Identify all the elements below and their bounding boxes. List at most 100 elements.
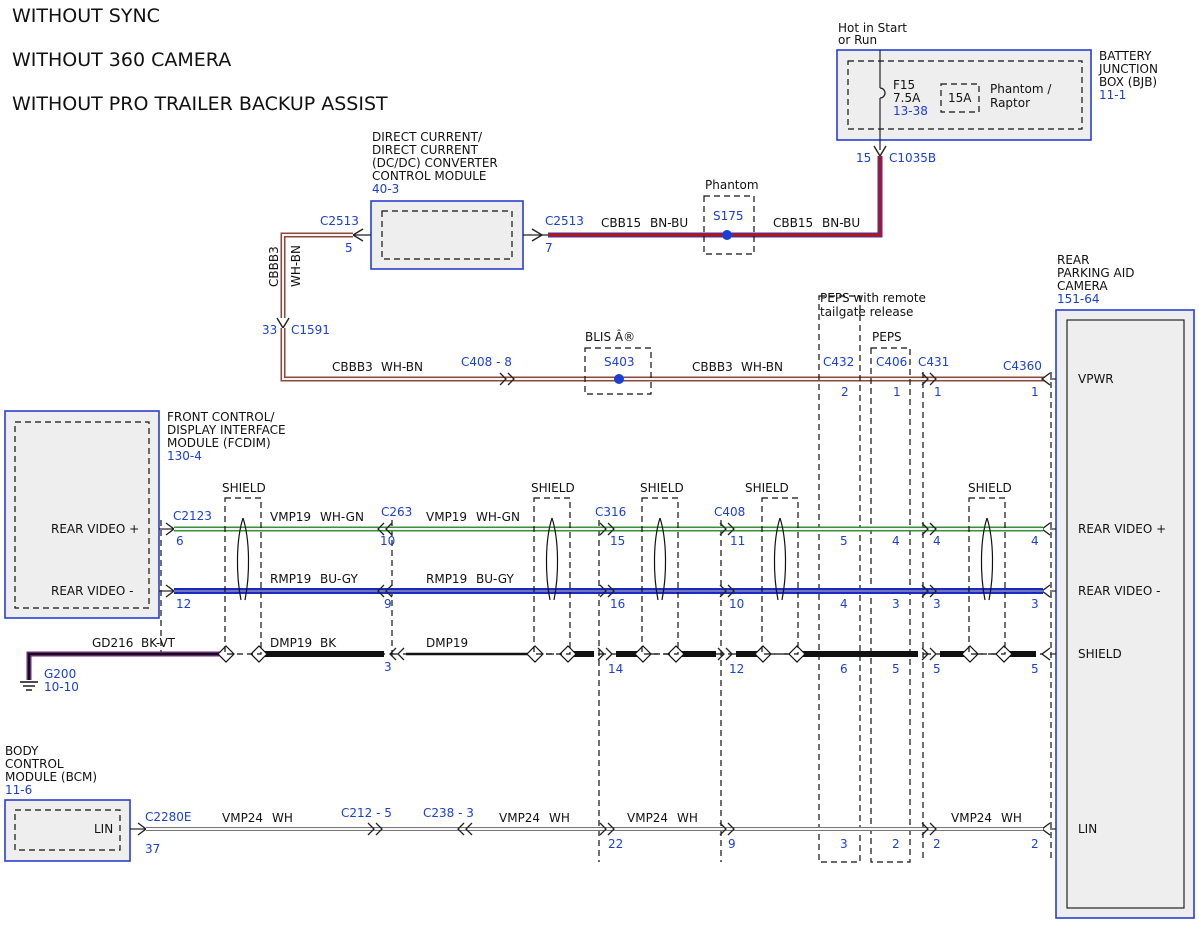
shield-group-1[interactable]: SHIELD — [222, 481, 266, 655]
fcdim-ref[interactable]: 130-4 — [167, 449, 202, 463]
pin-vn-c406: 3 — [892, 597, 900, 611]
ground-ref[interactable]: 10-10 — [44, 680, 79, 694]
splice-s175[interactable]: Phantom S175 — [703, 178, 759, 255]
pin-vp-c431: 4 — [933, 534, 941, 548]
dcdc-right-connector[interactable]: C2513 — [545, 214, 584, 228]
vmp19-circuit-2: VMP19 — [426, 510, 467, 524]
alt-fuse-rating: 15A — [948, 91, 972, 105]
pin-sh-c406: 5 — [892, 662, 900, 676]
rear-parking-aid-camera[interactable]: REAR PARKING AID CAMERA 151-64 C4360 VPW… — [1003, 253, 1195, 919]
dcdc-ref[interactable]: 40-3 — [372, 182, 399, 196]
vmp24-color-1: WH — [272, 811, 293, 825]
vmp24-color-4: WH — [1001, 811, 1022, 825]
vpwr-color-left: WH-BN — [381, 360, 423, 374]
splice-s403[interactable]: BLIS Â® S403 — [584, 329, 652, 395]
dcdc-converter-module[interactable]: DIRECT CURRENT/ DIRECT CURRENT (DC/DC) C… — [320, 130, 584, 270]
c408-8-arrow-icon — [499, 372, 515, 386]
cbb15-circuit-left: CBB15 — [601, 216, 641, 230]
title-without-trailer-assist: WITHOUT PRO TRAILER BACKUP ASSIST — [12, 93, 388, 115]
s403-splice-dot-icon — [614, 374, 624, 384]
shield-group-5[interactable]: SHIELD — [968, 481, 1012, 655]
pin-sh-c431: 5 — [933, 662, 941, 676]
c2123-connector[interactable]: C2123 — [173, 509, 212, 523]
bjb-name-2: JUNCTION — [1098, 62, 1158, 76]
shield-label-5: SHIELD — [968, 481, 1012, 495]
fcdim-module[interactable]: FRONT CONTROL/ DISPLAY INTERFACE MODULE … — [4, 410, 286, 619]
cbb15-circuit-right: CBB15 — [773, 216, 813, 230]
pin-vn-c263: 9 — [384, 597, 392, 611]
rmp19-circuit-1: RMP19 — [270, 572, 311, 586]
c431-vp-arrow-icon — [921, 522, 937, 536]
c212-connector[interactable]: C212 - 5 — [341, 806, 392, 820]
bcm-module[interactable]: BODY CONTROL MODULE (BCM) 11-6 LIN C2280… — [4, 744, 192, 862]
c2280e-connector[interactable]: C2280E — [145, 810, 192, 824]
alt-fuse-outline — [940, 83, 980, 113]
shield-diamond-icon — [526, 645, 544, 663]
bcm-ref[interactable]: 11-6 — [5, 783, 32, 797]
wire-cbbb3[interactable]: CBBB3 WH-BN 33 C1591 CBBB3 WH-BN C408 - … — [262, 232, 1045, 386]
c263-sh-arrow-icon — [389, 647, 405, 661]
wire-vmp24[interactable]: VMP24 WH VMP24 WH VMP24 WH VMP24 WH C212… — [146, 806, 1043, 836]
vmp24-color-3: WH — [677, 811, 698, 825]
pin-lin-c432: 3 — [840, 837, 848, 851]
pin-vn-c432: 4 — [840, 597, 848, 611]
pin-vn-c431: 3 — [933, 597, 941, 611]
battery-junction-box[interactable]: Hot in Start or Run BATTERY JUNCTION BOX… — [836, 21, 1158, 165]
c263-vn-arrow-icon — [377, 584, 393, 598]
c432-connector[interactable]: C432 — [823, 355, 854, 369]
c408-connector[interactable]: C408 — [714, 505, 745, 519]
fuse-ref[interactable]: 13-38 — [893, 104, 928, 118]
dmp19-color-1: BK — [320, 636, 337, 650]
camera-name-3: CAMERA — [1057, 279, 1108, 293]
dcdc-left-connector[interactable]: C2513 — [320, 214, 359, 228]
fcdim-name-2: DISPLAY INTERFACE — [167, 423, 286, 437]
fcdim-pin-video-pos: REAR VIDEO + — [51, 522, 139, 536]
peps-column[interactable]: PEPS C406 — [870, 330, 911, 863]
c316-lin-arrow-icon — [599, 822, 615, 836]
rmp19-color-1: BU-GY — [320, 572, 358, 586]
c1591-connector[interactable]: C1591 — [291, 323, 330, 337]
shield-group-4[interactable]: SHIELD — [745, 481, 799, 655]
pin-vp-c263: 10 — [380, 534, 395, 548]
gd216-color: BK-VT — [141, 636, 176, 650]
wire-cbb15[interactable]: CBB15 BN-BU CBB15 BN-BU — [548, 156, 883, 238]
shield-group-2[interactable]: SHIELD — [531, 481, 575, 655]
pin-vp-c316: 15 — [610, 534, 625, 548]
camera-inner-outline — [1066, 319, 1185, 909]
c4360-connector[interactable]: C4360 — [1003, 359, 1042, 373]
bjb-module-box[interactable] — [836, 49, 1092, 141]
camera-pin-shield: SHIELD — [1078, 647, 1122, 661]
camera-ref[interactable]: 151-64 — [1057, 292, 1100, 306]
fuse-f15-icon[interactable] — [879, 87, 886, 99]
wire-vmp19[interactable]: VMP19 WH-GN VMP19 WH-GN — [174, 510, 1043, 532]
camera-name-1: REAR — [1057, 253, 1089, 267]
twisted-pair-icon — [980, 517, 994, 601]
c238-connector[interactable]: C238 - 3 — [423, 806, 474, 820]
c316-sh-arrow-icon — [597, 647, 613, 661]
vpwr-circuit-left: CBBB3 — [332, 360, 373, 374]
wire-rmp19[interactable]: RMP19 BU-GY RMP19 BU-GY — [174, 572, 1043, 594]
peps-remote-column[interactable]: PEPS with remote tailgate release C432 — [818, 291, 926, 863]
bjb-inner-outline — [847, 60, 1083, 130]
c316-connector[interactable]: C316 — [595, 505, 626, 519]
ground-name[interactable]: G200 — [44, 667, 76, 681]
bjb-ref[interactable]: 11-1 — [1099, 88, 1126, 102]
c1035b-label[interactable]: C1035B — [889, 151, 936, 165]
fcdim-module-box[interactable] — [4, 410, 160, 619]
shield-box-3 — [641, 497, 679, 655]
alt-fuse-label-2: Raptor — [990, 96, 1030, 110]
c431-connector[interactable]: C431 — [918, 355, 949, 369]
c263-connector[interactable]: C263 — [381, 505, 412, 519]
shield-group-3[interactable]: SHIELD — [640, 481, 684, 655]
c408-8-connector[interactable]: C408 - 8 — [461, 355, 512, 369]
fcdim-name-3: MODULE (FCDIM) — [167, 436, 271, 450]
s175-name[interactable]: S175 — [713, 209, 744, 223]
c406-connector[interactable]: C406 — [876, 355, 907, 369]
pin-vpwr-c431: 1 — [934, 385, 942, 399]
pin-vn-c4360: 3 — [1031, 597, 1039, 611]
bjb-name-1: BATTERY — [1099, 49, 1152, 63]
gd216-inner — [28, 653, 226, 680]
wire-gd216[interactable]: GD216 BK-VT G200 10-10 — [20, 636, 226, 694]
s403-name[interactable]: S403 — [604, 355, 635, 369]
